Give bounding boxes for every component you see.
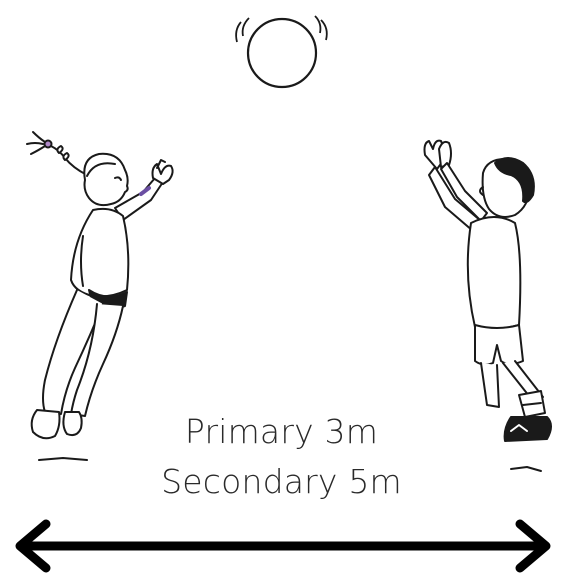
primary-distance-label: Primary 3m xyxy=(0,412,563,451)
ball-icon xyxy=(225,8,340,90)
secondary-distance-label: Secondary 5m xyxy=(0,462,563,501)
double-headed-arrow-icon xyxy=(8,518,558,574)
